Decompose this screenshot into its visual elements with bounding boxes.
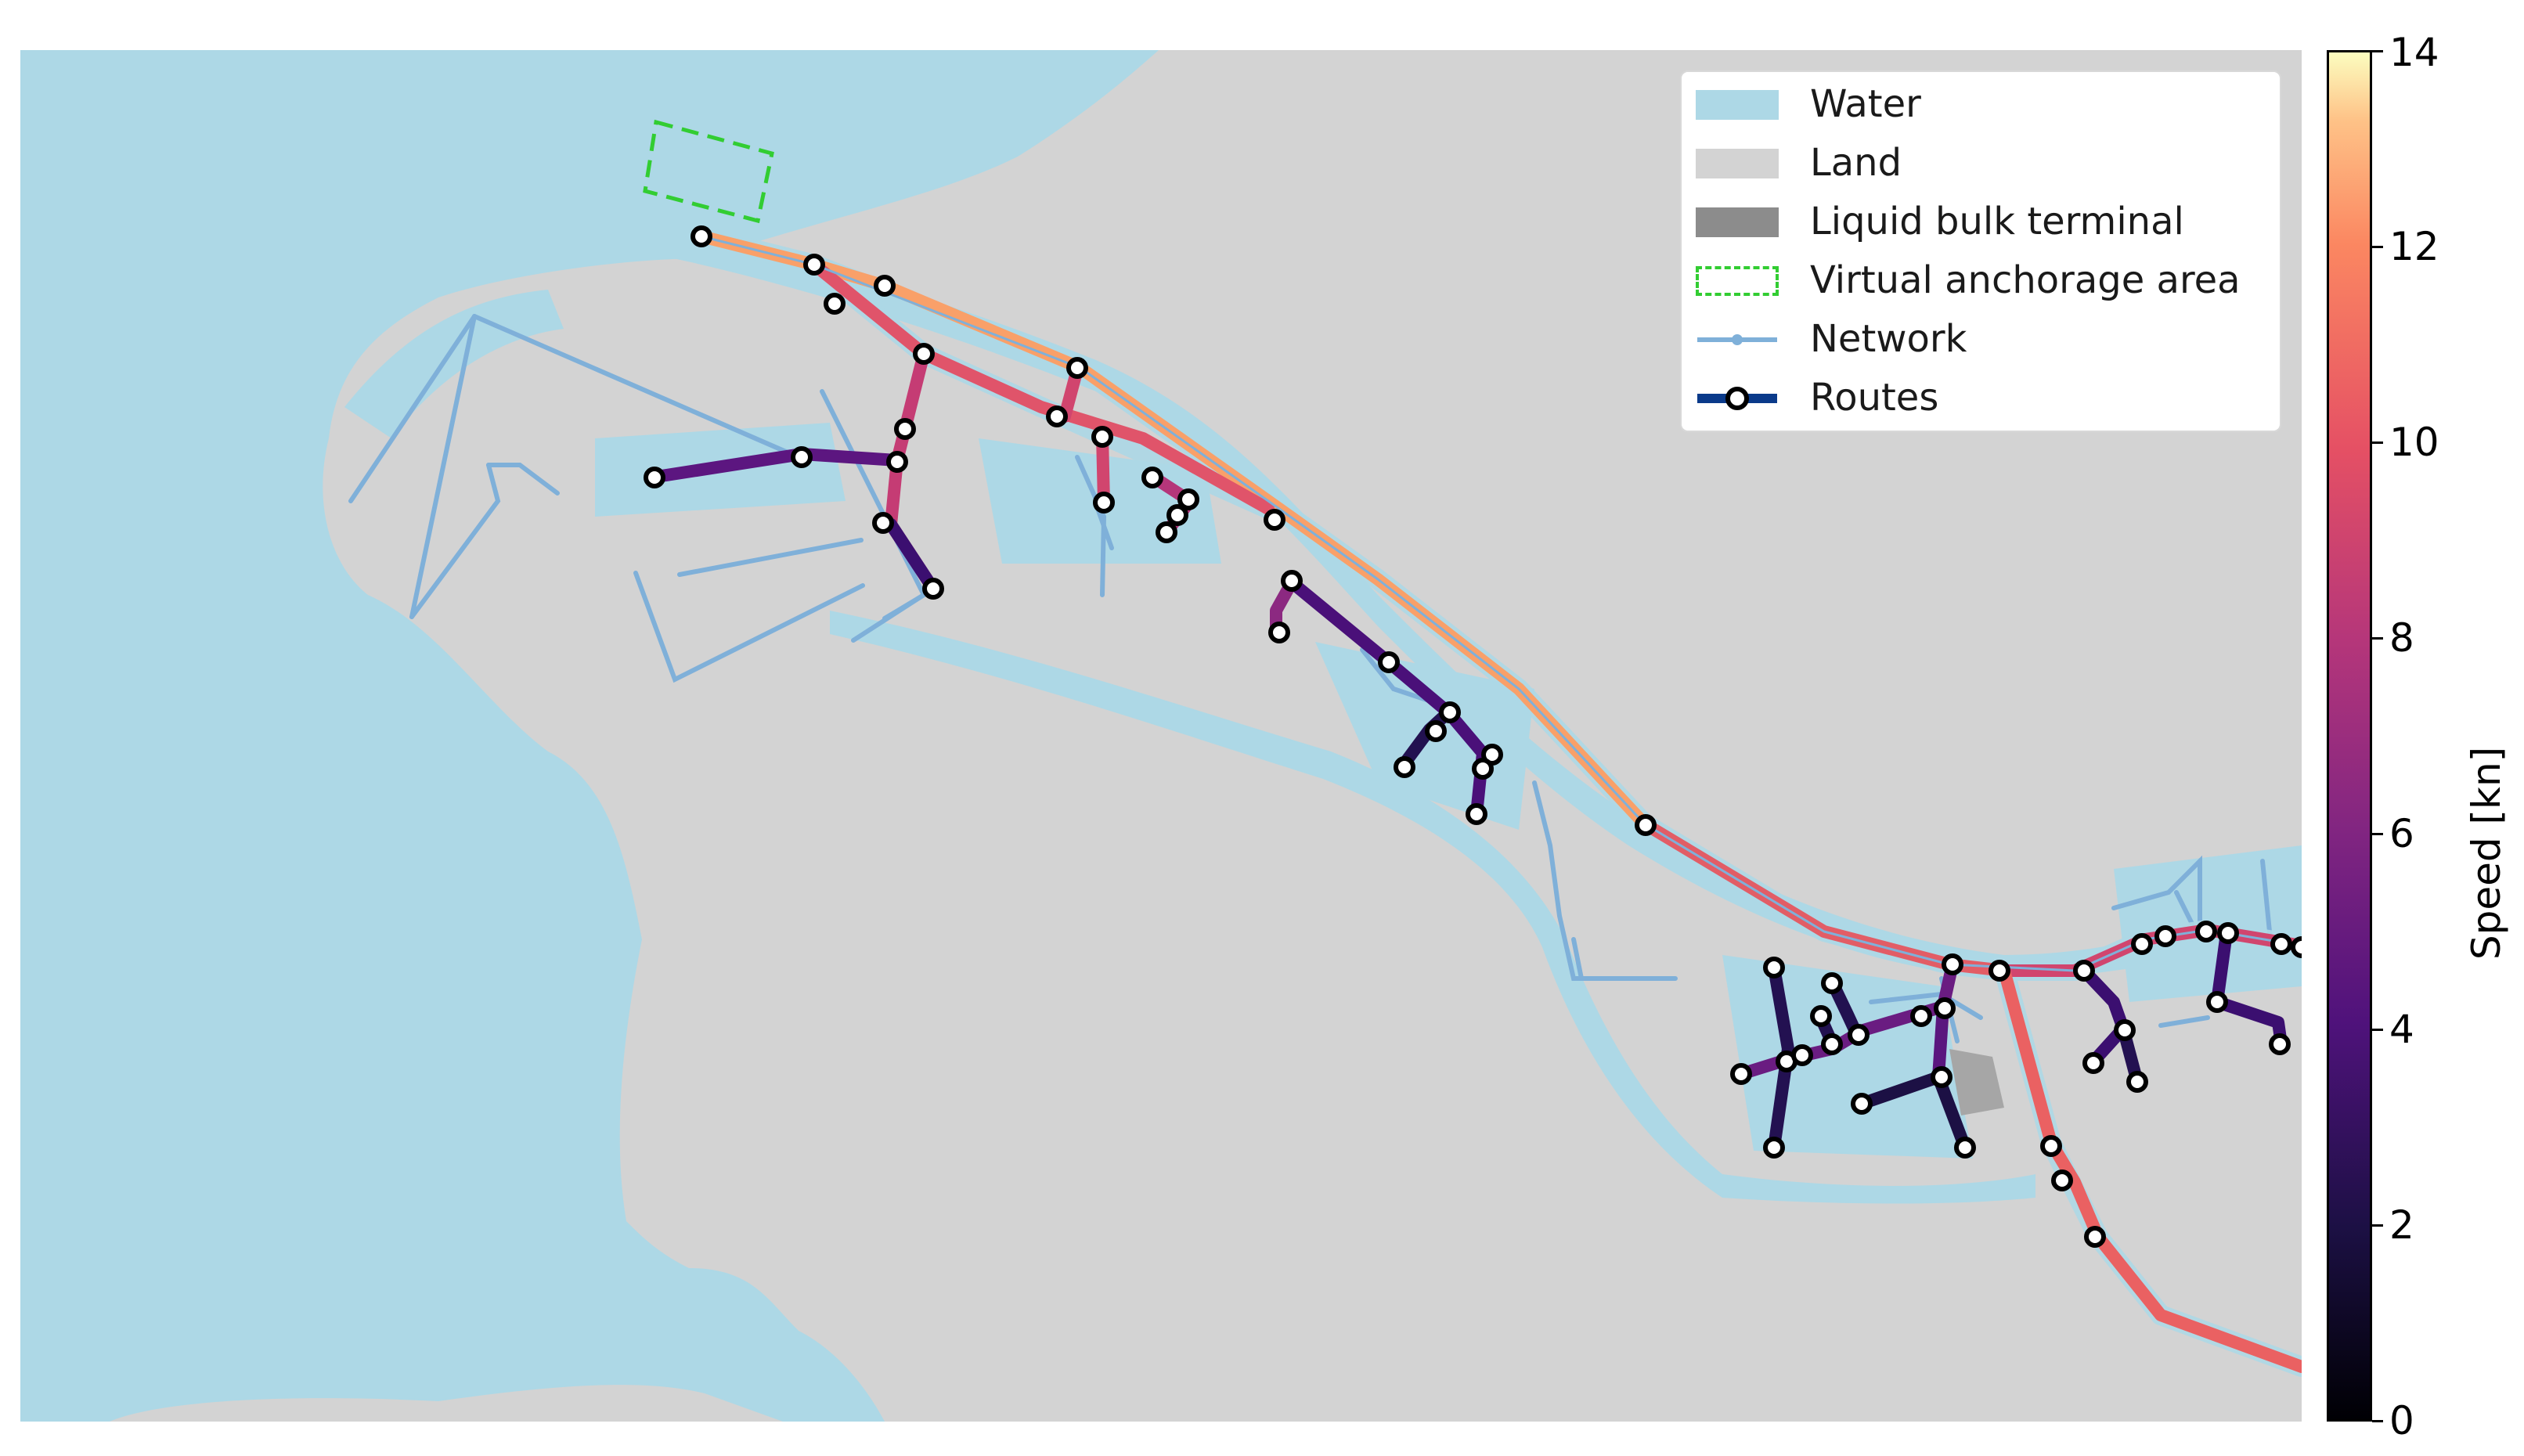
map-legend: Water Land Liquid bulk terminal Virtual … xyxy=(1680,70,2281,432)
colorbar-title: Speed [kn] xyxy=(2464,746,2509,960)
land-swatch-icon xyxy=(1696,149,1779,178)
legend-label: Network xyxy=(1810,317,1967,361)
legend-label: Liquid bulk terminal xyxy=(1810,200,2184,243)
speed-colorbar xyxy=(2327,50,2372,1422)
colorbar-tick xyxy=(2372,637,2383,640)
route-nodes xyxy=(644,225,2302,1248)
colorbar-tick-label: 2 xyxy=(2389,1202,2414,1248)
route-line-icon xyxy=(1697,387,1777,410)
colorbar-tick-label: 0 xyxy=(2389,1398,2414,1443)
colorbar-tick-label: 10 xyxy=(2389,420,2439,465)
dashed-box-icon xyxy=(1696,266,1779,296)
colorbar-tick-label: 8 xyxy=(2389,615,2414,661)
colorbar-tick xyxy=(2372,1420,2383,1422)
colorbar-tick-label: 12 xyxy=(2389,224,2439,269)
colorbar-tick-label: 4 xyxy=(2389,1007,2414,1052)
legend-item-water: Water xyxy=(1682,75,2280,134)
legend-item-anchorage: Virtual anchorage area xyxy=(1682,251,2280,310)
legend-label: Routes xyxy=(1810,376,1939,420)
colorbar-tick-label: 6 xyxy=(2389,811,2414,856)
legend-label: Virtual anchorage area xyxy=(1810,258,2241,302)
legend-item-routes: Routes xyxy=(1682,369,2280,427)
liquid-bulk-terminal xyxy=(1949,1049,2004,1115)
virtual-anchorage-area xyxy=(643,119,774,224)
colorbar-tick-label: 14 xyxy=(2389,30,2439,75)
terminal-swatch-icon xyxy=(1696,207,1779,237)
legend-item-land: Land xyxy=(1682,134,2280,193)
colorbar-tick xyxy=(2372,1224,2383,1227)
colorbar-tick xyxy=(2372,441,2383,444)
legend-item-terminal: Liquid bulk terminal xyxy=(1682,193,2280,251)
network-line-icon xyxy=(1697,334,1777,345)
colorbar-tick xyxy=(2372,833,2383,835)
legend-label: Water xyxy=(1810,82,1921,126)
colorbar-tick xyxy=(2372,50,2383,52)
legend-label: Land xyxy=(1810,141,1902,185)
colorbar-tick xyxy=(2372,1029,2383,1031)
water-swatch-icon xyxy=(1696,90,1779,120)
colorbar-tick xyxy=(2372,246,2383,248)
legend-item-network: Network xyxy=(1682,310,2280,369)
